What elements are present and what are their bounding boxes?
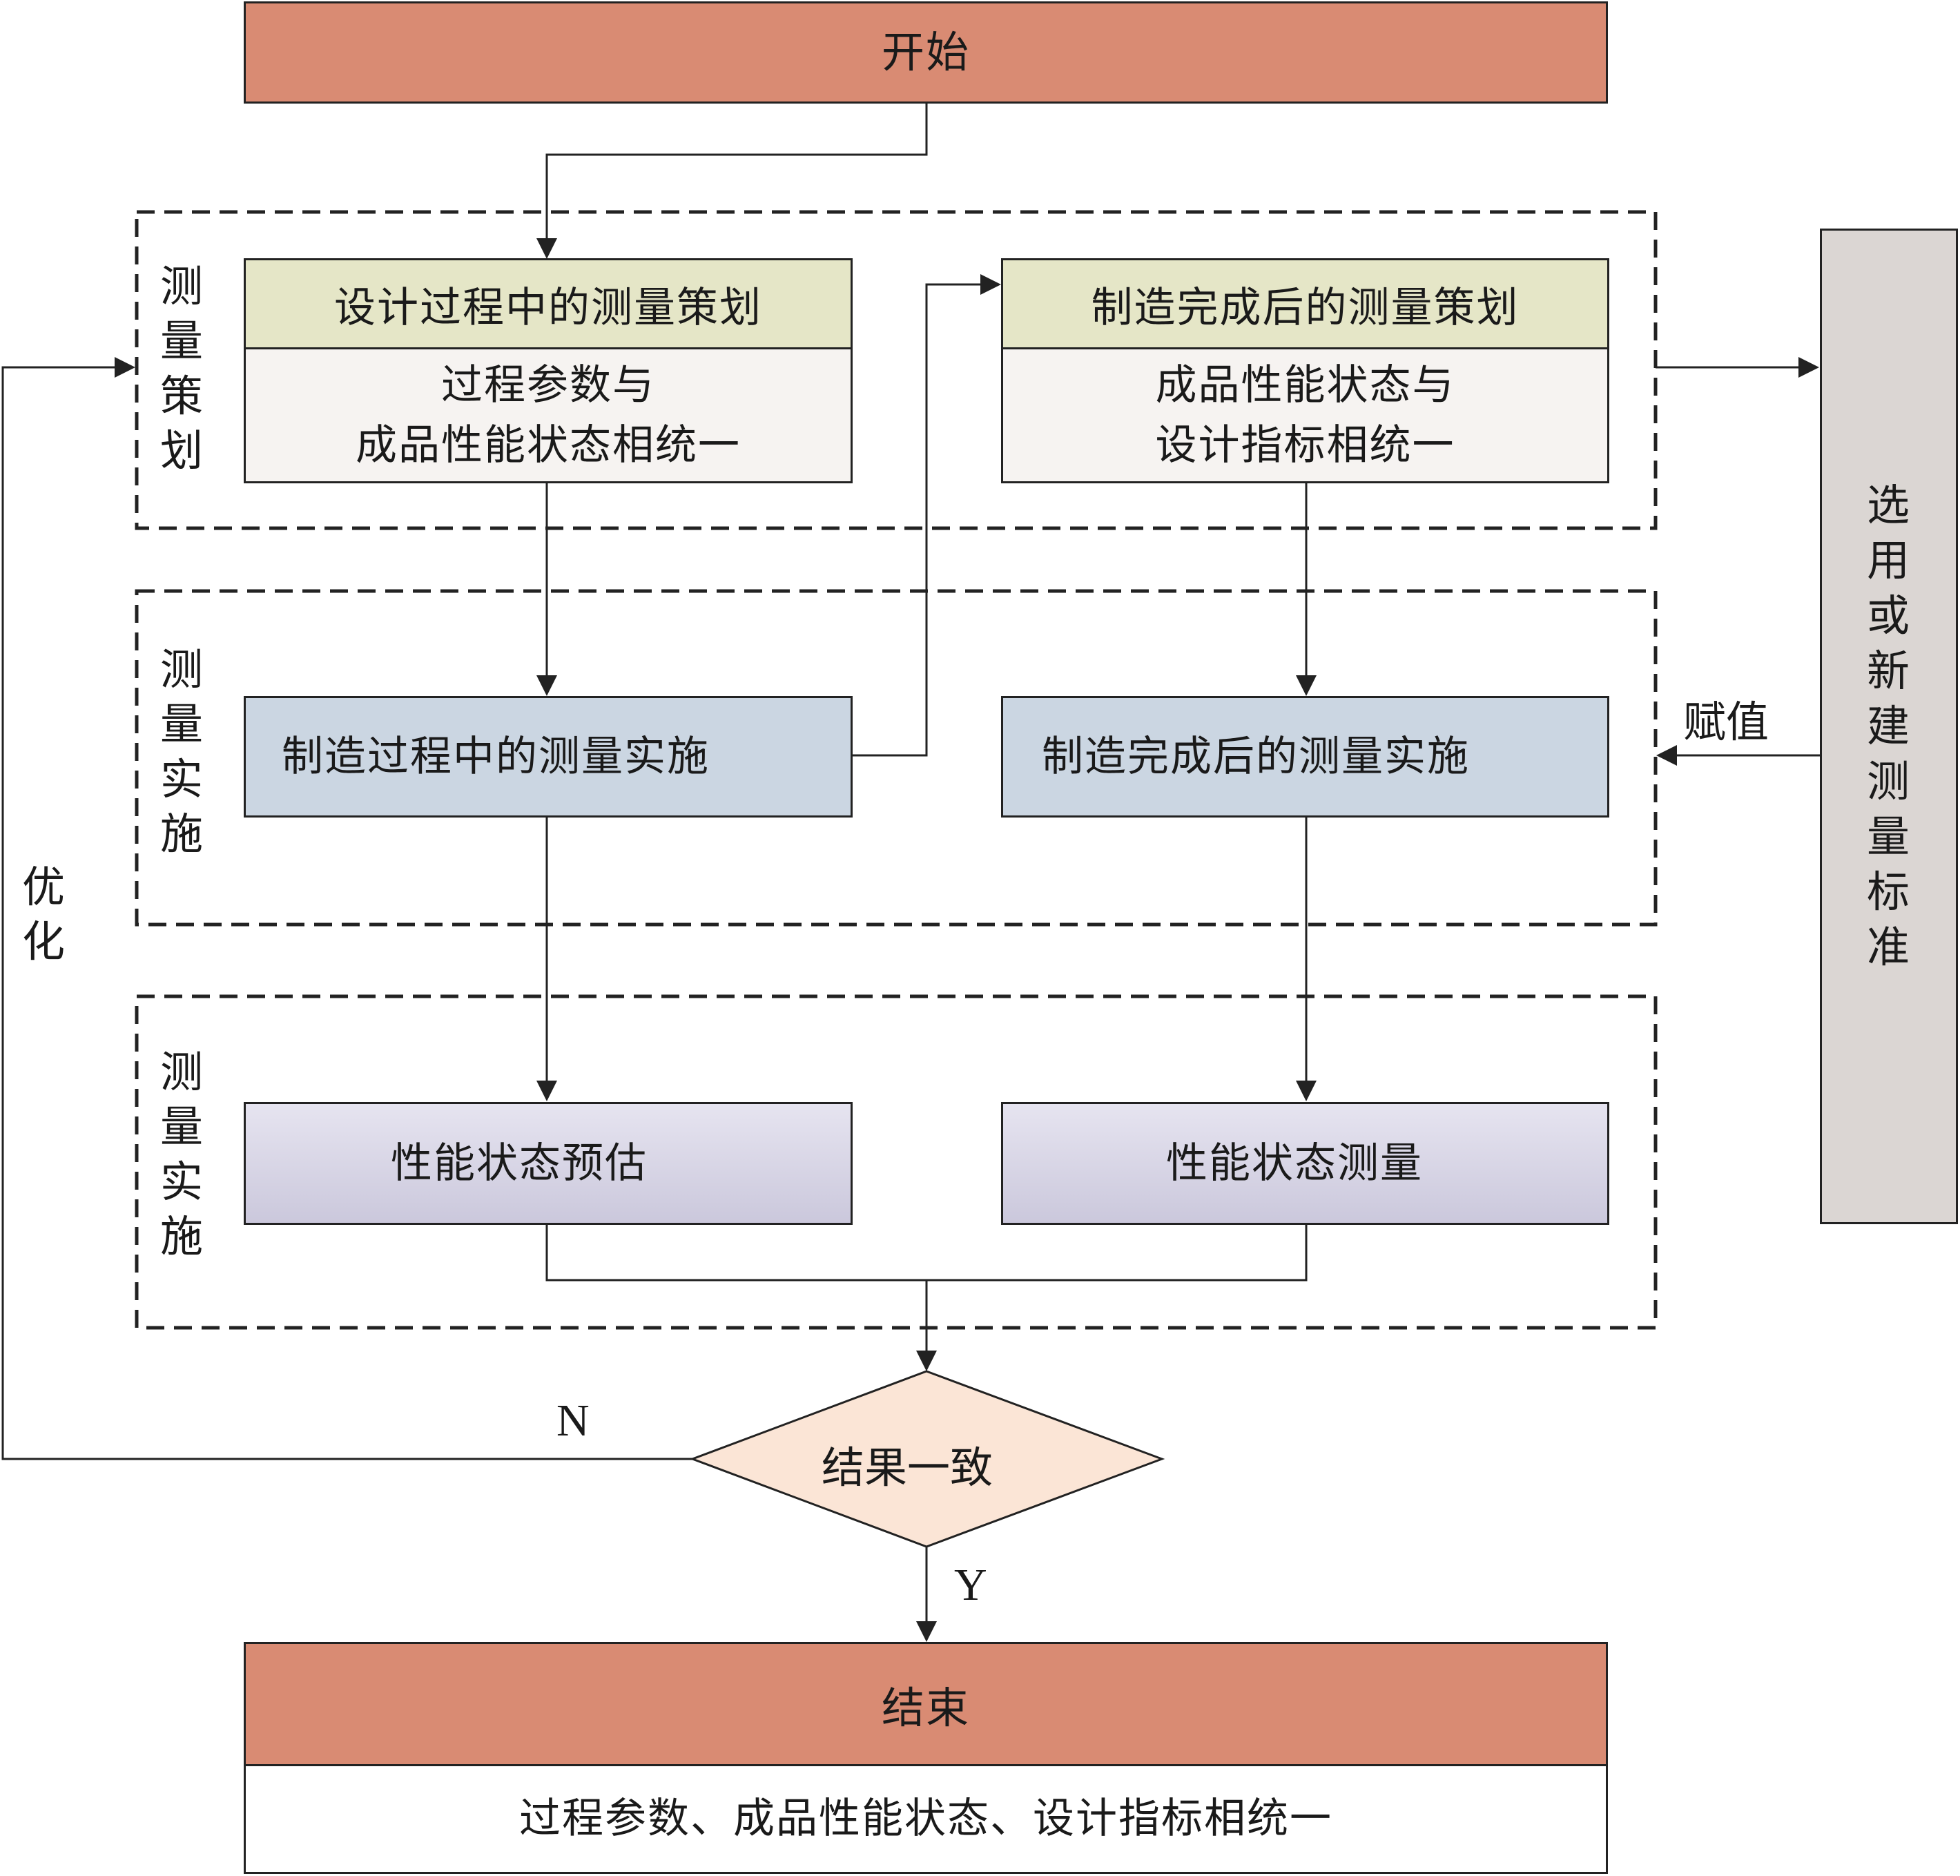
start-label: 开始 (881, 27, 970, 78)
during-implementation-box: 制造过程中的测量实施 (244, 696, 853, 818)
connector-during-to-after-planning (852, 274, 1001, 757)
group-frame-implementation (135, 589, 1658, 927)
connector-estimate-merge (545, 1225, 1308, 1282)
group-label-performance: 测 量 实 施 (159, 1047, 203, 1262)
decision-no-label: N (556, 1395, 590, 1446)
performance-measure-box: 性能状态测量 (1001, 1102, 1609, 1225)
performance-estimate-box: 性能状态预估 (244, 1102, 853, 1225)
connector-no-feedback (1, 357, 692, 1460)
after-planning-body: 成品性能状态与 设计指标相统一 (1003, 349, 1607, 481)
end-subtitle: 过程参数、成品性能状态、设计指标相统一 (246, 1766, 1606, 1872)
optimize-label: 优 化 (21, 862, 65, 967)
end-title: 结束 (246, 1644, 1606, 1766)
decision-diamond (689, 1370, 1165, 1548)
end-terminal: 结束 过程参数、成品性能状态、设计指标相统一 (244, 1642, 1608, 1874)
group-label-planning: 测 量 策 划 (159, 261, 203, 476)
connector-start-to-design (536, 104, 928, 259)
design-planning-box: 设计过程中的测量策划 过程参数与 成品性能状态相统一 (244, 258, 853, 483)
design-planning-title: 设计过程中的测量策划 (246, 260, 851, 349)
design-planning-body: 过程参数与 成品性能状态相统一 (246, 349, 851, 481)
decision-yes-label: Y (954, 1560, 987, 1610)
start-terminal: 开始 (244, 1, 1608, 104)
after-planning-box: 制造完成后的测量策划 成品性能状态与 设计指标相统一 (1001, 258, 1609, 483)
assign-label: 赋值 (1683, 697, 1769, 747)
group-frame-performance (135, 994, 1658, 1330)
group-frame-planning (135, 210, 1658, 530)
group-label-implementation: 测 量 实 施 (159, 644, 203, 860)
after-implementation-box: 制造完成后的测量实施 (1001, 696, 1609, 818)
decision-label: 结果一致 (822, 1442, 993, 1493)
measurement-standard-box: 选 用 或 新 建 测 量 标 准 (1820, 229, 1958, 1224)
after-planning-title: 制造完成后的测量策划 (1003, 260, 1607, 349)
